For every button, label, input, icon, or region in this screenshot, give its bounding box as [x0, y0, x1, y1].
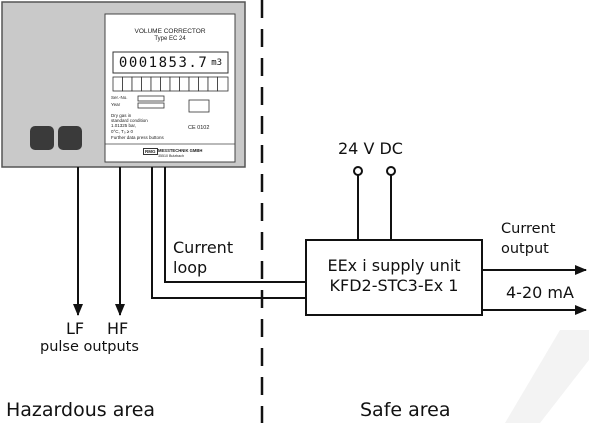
manufacturer-name: MESSTECHNIK GMBH: [158, 148, 203, 153]
safe-area-label: Safe area: [360, 399, 451, 421]
current-output-label-line1: Current: [501, 221, 556, 237]
temperature-label: 0°C, T₀ ≥ 0: [111, 129, 134, 134]
current-loop-label-line2: loop: [173, 258, 208, 277]
device-title: VOLUME CORRECTOR: [134, 28, 206, 35]
ser-no-label: Ser.-No.: [111, 95, 128, 100]
further-data-label: Further data press buttons: [111, 135, 164, 140]
current-output-label-line2: output: [501, 241, 549, 257]
dry-gas-label: Dry gas in: [111, 113, 132, 118]
device-button-right: [58, 126, 82, 150]
year-box: [137, 102, 165, 109]
current-range-label: 4-20 mA: [506, 283, 574, 302]
hazardous-area-label: Hazardous area: [6, 399, 156, 421]
current-loop-label-line1: Current: [173, 238, 234, 257]
device-button-left: [30, 126, 54, 150]
supply-unit-label-line1: EEx i supply unit: [327, 256, 461, 275]
current-loop-wire-outer: [151, 167, 306, 299]
device-display-frame: [112, 51, 229, 74]
device-key-row: [112, 76, 229, 92]
current-loop-wire-inner: [164, 167, 306, 283]
hf-label: HF: [107, 319, 129, 338]
manufacturer-city: 35510 Butzbach: [158, 154, 184, 158]
supply-unit-label-line2: KFD2-STC3-Ex 1: [329, 276, 459, 295]
ce-mark: CE 0102: [188, 125, 210, 131]
supply-voltage-label: 24 V DC: [338, 139, 403, 158]
manufacturer-logo: RMG: [143, 148, 158, 155]
supply-unit-box: [305, 239, 483, 316]
pulse-outputs-label: pulse outputs: [40, 339, 139, 355]
display-value: 0001853.7: [118, 54, 209, 71]
lf-label: LF: [66, 319, 85, 338]
terminal-left: [353, 166, 363, 176]
year-label: Year: [111, 102, 121, 107]
device-display: 0001853.7 m3: [113, 52, 228, 73]
standard-label: standard condition: [111, 118, 148, 123]
approval-box: [188, 99, 210, 113]
terminal-right: [386, 166, 396, 176]
display-unit: m3: [211, 57, 223, 68]
watermark-shape: [505, 330, 589, 423]
ser-no-box: [137, 95, 165, 102]
device-type: Type EC 24: [154, 36, 186, 42]
pressure-label: 1.01325 bar,: [111, 123, 137, 128]
